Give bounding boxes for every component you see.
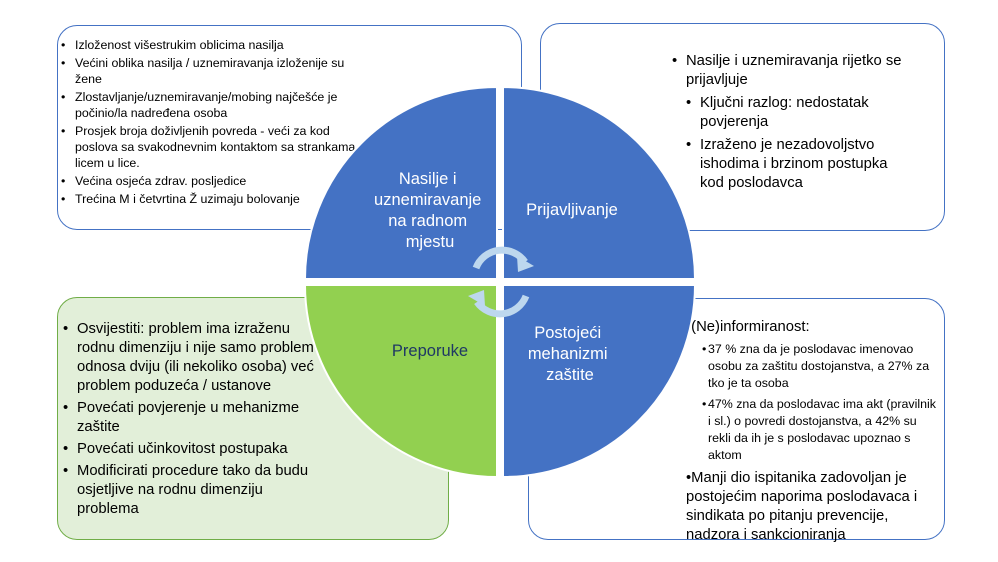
list-item: Modificirati procedure tako da budu osje…	[63, 462, 323, 519]
quadrant-bottom-right	[502, 284, 697, 479]
quadrant-label-recommendations: Preporuke	[392, 342, 468, 360]
list-item: Povećati učinkovitost postupaka	[63, 440, 323, 459]
list-item: Prosjek broja doživljenih povreda - veći…	[61, 123, 371, 171]
list-item: Zlostavljanje/uznemiravanje/mobing najče…	[61, 89, 371, 121]
cycle-arrowhead-icon	[468, 290, 485, 306]
quadrant-bottom-left	[303, 284, 498, 479]
satisfaction-note: •Manji dio ispitanika zadovoljan je post…	[686, 470, 918, 543]
bottom-right-content: •(Ne)informiranost: 37 % zna da je poslo…	[686, 318, 936, 545]
quadrant-label-violence: Nasilje i uznemiravanje na radnom mjestu	[374, 170, 486, 251]
list-item: Većina osjeća zdrav. posljedice	[61, 173, 371, 189]
list-subitem: 37 % zna da je poslodavac imenovao osobu…	[686, 341, 936, 392]
list-item: Većini oblika nasilja / uznemiravanja iz…	[61, 55, 371, 87]
list-item: Trećina M i četvrtina Ž uzimaju bolovanj…	[61, 191, 371, 207]
bottom-left-list: Osvijestiti: problem ima izraženu rodnu …	[63, 320, 323, 522]
list-subitem: Ključni razlog: nedostatak povjerenja	[686, 94, 912, 132]
informiranost-heading: •(Ne)informiranost:	[686, 319, 810, 335]
list-subitem: Izraženo je nezadovoljstvo ishodima i br…	[686, 136, 912, 193]
cycle-arrowhead-icon	[517, 256, 534, 272]
quadrant-top-left	[303, 85, 498, 280]
quadrant-label-mechanisms: Postojeći mehanizmi zaštite	[528, 324, 612, 384]
top-left-list: Izloženost višestrukim oblicima nasilja …	[61, 37, 371, 209]
list-item: Izloženost višestrukim oblicima nasilja	[61, 37, 371, 53]
list-item: Povećati povjerenje u mehanizme zaštite	[63, 399, 323, 437]
quadrant-label-reporting: Prijavljivanje	[526, 201, 618, 219]
quadrant-top-right	[502, 85, 697, 280]
top-right-list: Nasilje i uznemiravanja rijetko se prija…	[672, 52, 912, 193]
cycle-arrow-icon	[474, 294, 530, 318]
list-subitem: 47% zna da poslodavac ima akt (pravilnik…	[686, 396, 936, 464]
list-item: Nasilje i uznemiravanja rijetko se prija…	[672, 52, 912, 90]
list-item: Osvijestiti: problem ima izraženu rodnu …	[63, 320, 323, 396]
cycle-arrow-icon	[472, 246, 528, 270]
